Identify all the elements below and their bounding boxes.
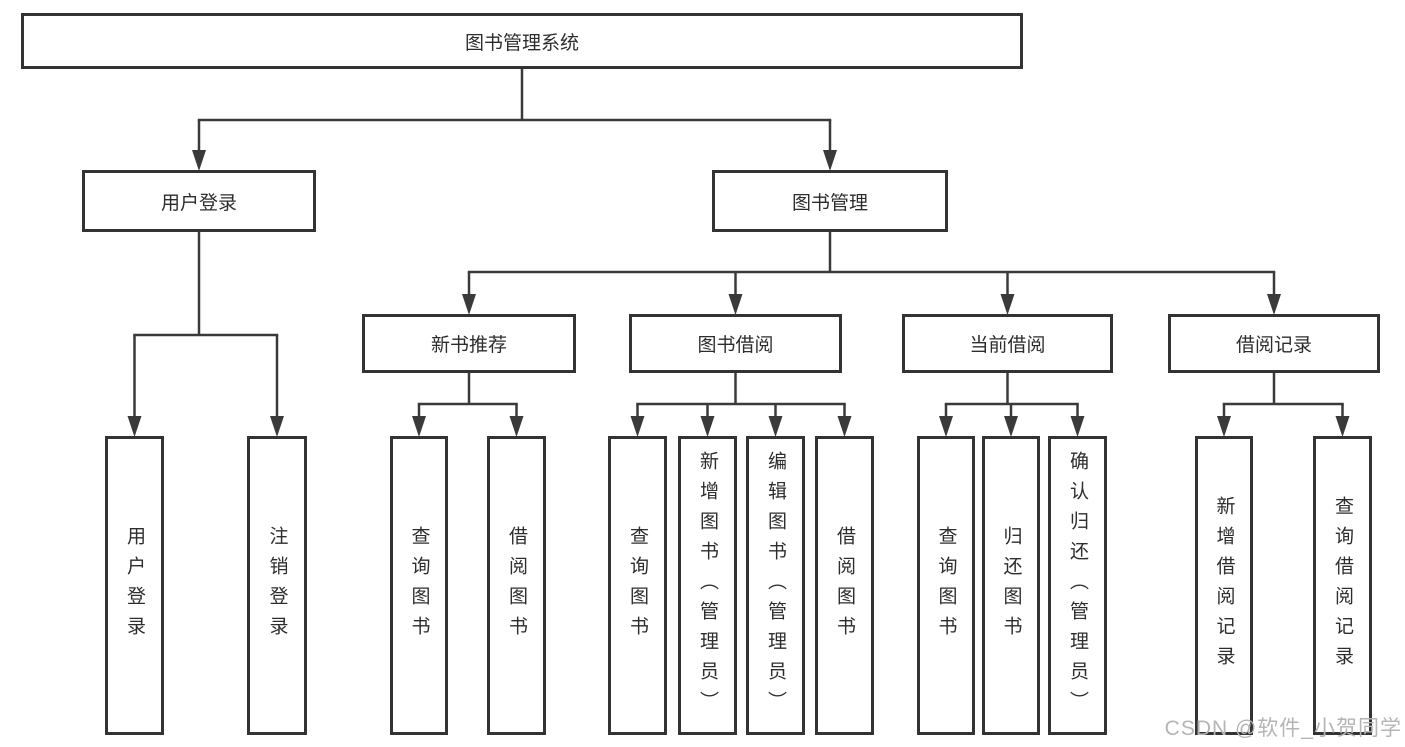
node-label: 归还图书 [1000,525,1022,646]
node-new-book-rec: 新书推荐 [362,314,576,373]
arrowhead-icon [270,416,284,437]
arrowhead-icon [1070,416,1085,437]
arrowhead-icon [823,150,837,171]
arrowhead-icon [768,416,783,437]
arrowhead-icon [728,294,743,315]
node-label: 图书管理 [791,192,868,214]
node-label: 图书借阅 [697,335,774,356]
node-root: 图书管理系统 [21,13,1023,69]
arrowhead-icon [1267,294,1281,315]
node-label: 借阅图书 [506,525,527,646]
node-user-login-leaf: 用户登录 [105,436,164,735]
arrowhead-icon [412,416,426,437]
arrowhead-icon [1004,416,1018,437]
arrowhead-icon [630,416,645,437]
node-label: 借阅记录 [1235,335,1312,356]
arrowhead-icon [939,416,953,437]
node-logout-leaf: 注销登录 [247,436,307,735]
node-label: 当前借阅 [969,335,1046,356]
node-user-login: 用户登录 [82,170,316,232]
node-label: 图书管理系统 [464,32,579,54]
node-borrow-books-1: 借阅图书 [487,436,546,735]
node-edit-books: 编辑图书（管理员） [746,436,805,735]
arrowhead-icon [1335,416,1350,437]
node-label: 查询图书 [935,525,957,646]
node-return-books: 归还图书 [982,436,1040,735]
node-label: 查询借阅记录 [1332,495,1353,676]
arrowhead-icon [837,416,852,437]
node-label: 新增图书（管理员） [697,450,718,721]
node-label: 确认归还（管理员） [1067,450,1088,721]
arrowhead-icon [462,294,476,315]
node-confirm-return: 确认归还（管理员） [1048,436,1107,735]
node-label: 借阅图书 [834,525,855,646]
node-label: 注销登录 [266,525,288,646]
csdn-watermark: CSDN @软件_小贺同学 [1164,717,1402,740]
node-add-borrow-record: 新增借阅记录 [1195,436,1253,735]
arrowhead-icon [192,150,206,171]
arrowhead-icon [700,416,715,437]
node-book-mgmt: 图书管理 [712,170,948,232]
node-label: 查询图书 [408,525,430,646]
arrowhead-icon [127,416,142,437]
node-label: 用户登录 [124,525,145,646]
node-borrow-records: 借阅记录 [1168,314,1380,373]
node-query-books-3: 查询图书 [917,436,975,735]
node-label: 查询图书 [627,525,648,646]
arrowhead-icon [1000,294,1015,315]
arrowhead-icon [1217,416,1231,437]
arrowhead-icon [509,416,524,437]
node-book-borrow: 图书借阅 [629,314,842,373]
node-label: 用户登录 [160,192,237,214]
node-add-books: 新增图书（管理员） [678,436,737,735]
node-query-books-1: 查询图书 [390,436,448,735]
node-borrow-books-2: 借阅图书 [815,436,874,735]
node-query-books-2: 查询图书 [608,436,667,735]
node-current-borrow: 当前借阅 [902,314,1113,373]
node-label: 编辑图书（管理员） [765,450,786,721]
node-label: 新书推荐 [430,335,507,356]
node-query-borrow-record: 查询借阅记录 [1313,436,1372,735]
node-label: 新增借阅记录 [1213,495,1235,676]
